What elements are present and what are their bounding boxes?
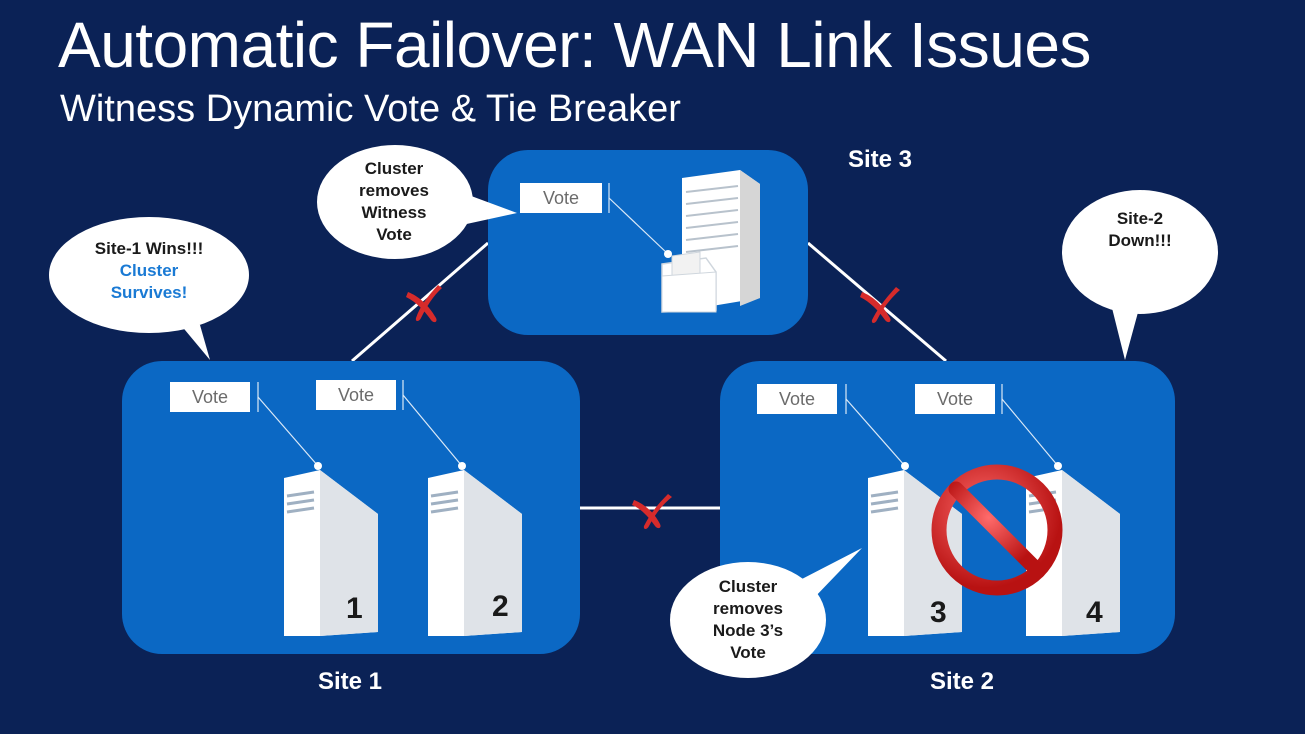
node-number-4: 4 [1086,596,1103,629]
site1-label: Site 1 [318,668,383,695]
link-broken-x-icon [406,285,442,323]
link-broken-x-icon [632,494,672,529]
vote-label-node3: Vote [757,384,837,414]
node-number-1: 1 [346,592,363,625]
node-number-3: 3 [930,596,947,629]
vote-label-node4: Vote [915,384,995,414]
server-icon-node2 [428,470,522,636]
callout-site2-down: Site-2 Down!!! [1108,209,1172,250]
slide-subtitle: Witness Dynamic Vote & Tie Breaker [60,88,681,130]
vote-label-node2: Vote [316,380,396,410]
bubble-site2-down [1062,190,1218,360]
site2-label: Site 2 [930,668,995,695]
callout-witness-removed: Cluster removes Witness Vote [359,159,429,244]
server-icon-node1 [284,470,378,636]
callout-site1-wins: Site-1 Wins!!! Cluster Survives! [94,239,204,302]
vote-label-node1: Vote [170,382,250,412]
prohibited-icon [931,464,1063,596]
vote-pointers [257,183,1059,467]
bubble-witness-removed [317,145,517,259]
bubble-node3-removed [670,548,862,678]
link-broken-x-icon [860,287,900,323]
vote-label-witness: Vote [520,183,602,213]
file-server-icon [661,170,760,313]
slide-title: Automatic Failover: WAN Link Issues [58,9,1091,81]
bubble-site1-wins [49,217,249,360]
callout-node3-removed: Cluster removes Node 3’s Vote [712,577,784,662]
site3-label: Site 3 [848,146,913,173]
node-number-2: 2 [492,590,509,623]
